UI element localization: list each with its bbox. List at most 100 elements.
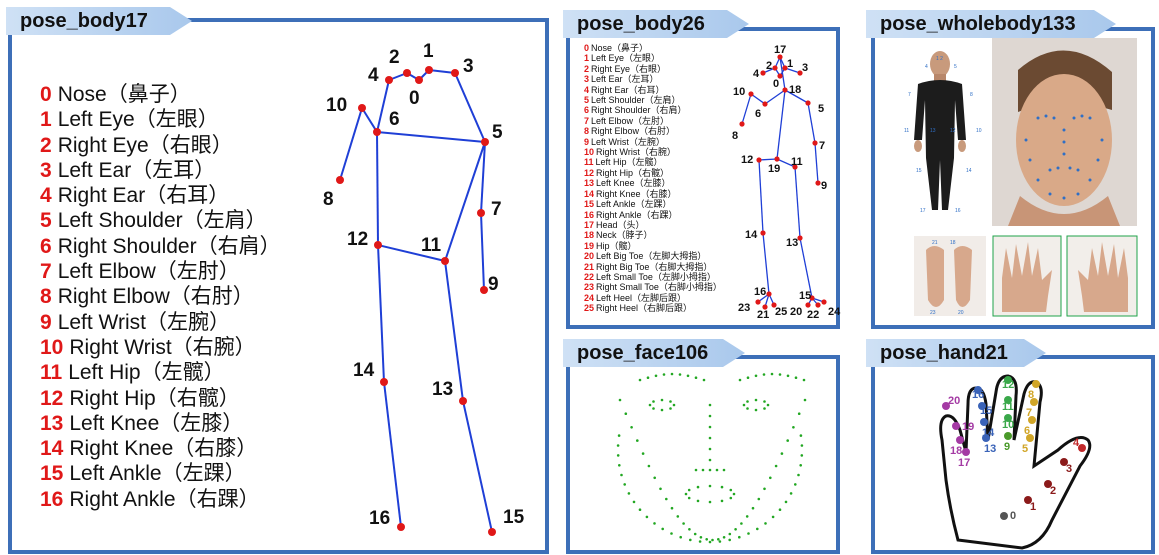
legend-keypoint-name: Right Wrist（右腕） xyxy=(596,147,676,158)
keypoint-label: 20 xyxy=(790,306,802,318)
keypoint-label: 15 xyxy=(503,507,525,528)
legend-keypoint-id: 7 xyxy=(40,260,52,284)
legend-keypoint-name: Nose（鼻子） xyxy=(57,83,191,106)
svg-text:8: 8 xyxy=(970,92,973,98)
face-landmark-point xyxy=(670,506,674,510)
keypoint-label: 5 xyxy=(818,103,824,115)
keypoint-marker xyxy=(815,180,821,186)
face-landmark-point xyxy=(754,408,758,412)
face-landmark-point xyxy=(630,426,633,429)
face-landmark-point xyxy=(708,414,712,418)
face-landmark-point xyxy=(797,412,801,416)
face-landmark-point xyxy=(699,536,703,539)
face-landmark-point xyxy=(754,374,758,378)
svg-text:20: 20 xyxy=(948,395,960,407)
face-landmark-point xyxy=(638,378,642,382)
face-landmark-point xyxy=(778,508,782,512)
svg-text:23: 23 xyxy=(930,310,936,316)
keypoint-label: 16 xyxy=(369,508,390,529)
panel-body17 xyxy=(8,18,549,554)
keypoint-marker xyxy=(397,523,405,531)
face-landmark-point xyxy=(645,515,649,519)
legend-keypoint-id: 0 xyxy=(40,83,52,106)
face-landmark-point xyxy=(618,464,621,467)
keypoint-label: 10 xyxy=(326,95,347,116)
svg-text:10: 10 xyxy=(1002,419,1014,431)
keypoint-marker xyxy=(772,65,778,71)
keypoint-marker xyxy=(762,101,768,107)
svg-text:16: 16 xyxy=(955,208,961,214)
face-landmark-point xyxy=(676,515,680,518)
keypoint-label: 7 xyxy=(491,199,502,220)
legend-keypoint-id: 10 xyxy=(40,335,64,359)
face-landmark-point xyxy=(763,407,766,410)
legend-keypoint-name: Right Ear（右耳） xyxy=(591,84,665,95)
keypoint-marker xyxy=(459,397,467,405)
face-landmark-point xyxy=(682,522,685,525)
keypoint-marker xyxy=(777,73,783,79)
face-landmark-point xyxy=(684,492,688,496)
panel-body26 xyxy=(566,27,840,329)
keypoint-label: 6 xyxy=(389,109,400,130)
keypoint-marker xyxy=(782,87,788,93)
legend-keypoint-id: 14 xyxy=(584,188,595,199)
legend-keypoint-name: Right Small Toe（右脚小拇指） xyxy=(596,282,722,293)
keypoint-marker xyxy=(425,66,433,74)
svg-text:12: 12 xyxy=(1002,379,1014,391)
face-landmark-point xyxy=(678,373,682,376)
keypoint-label: 0 xyxy=(409,88,420,109)
face-landmark-point xyxy=(708,468,712,472)
face-landmark-point xyxy=(670,372,674,376)
svg-text:14: 14 xyxy=(966,168,972,174)
face-landmark-point xyxy=(797,473,800,477)
keypoint-label: 13 xyxy=(432,379,453,400)
face-landmark-point xyxy=(732,492,736,496)
panel-title-hand21: pose_hand21 xyxy=(866,339,1046,367)
svg-text:14: 14 xyxy=(982,427,995,439)
legend-keypoint-name: Right Big Toe（右脚大拇指） xyxy=(596,261,713,272)
keypoint-marker xyxy=(777,54,783,60)
face-landmark-point xyxy=(717,538,720,541)
face-landmark-point xyxy=(756,527,759,531)
keypoint-label: 8 xyxy=(323,189,334,210)
legend-keypoint-id: 6 xyxy=(584,105,590,116)
face-landmark-point xyxy=(802,378,806,382)
legend-keypoint-name: Left Ear（左耳） xyxy=(591,74,659,85)
keypoint-marker xyxy=(481,138,489,146)
legend-keypoint-name: Right Eye（右眼） xyxy=(591,63,667,74)
face-landmark-point xyxy=(708,458,712,462)
keypoint-label: 2 xyxy=(389,47,400,68)
keypoint-label: 0 xyxy=(773,78,779,90)
face-landmark-point xyxy=(794,483,797,486)
face-landmark-point xyxy=(661,527,664,531)
face-landmark-point xyxy=(702,378,706,382)
svg-text:16: 16 xyxy=(972,389,984,401)
face-landmark-point xyxy=(662,373,666,376)
face-landmark-point xyxy=(799,464,802,467)
face-landmark-point xyxy=(742,403,746,407)
face-landmark-point xyxy=(751,506,755,510)
legend-keypoint-id: 5 xyxy=(584,95,590,106)
legend-keypoint-name: Left Heel（左脚后跟） xyxy=(596,292,687,303)
keypoint-marker xyxy=(739,121,745,127)
legend-keypoint-name: Nose（鼻子） xyxy=(591,43,649,53)
wholebody-face-image xyxy=(992,38,1137,226)
face-landmark-point xyxy=(746,376,750,380)
keypoint-label: 10 xyxy=(733,86,745,98)
legend-keypoint-id: 24 xyxy=(584,292,595,303)
